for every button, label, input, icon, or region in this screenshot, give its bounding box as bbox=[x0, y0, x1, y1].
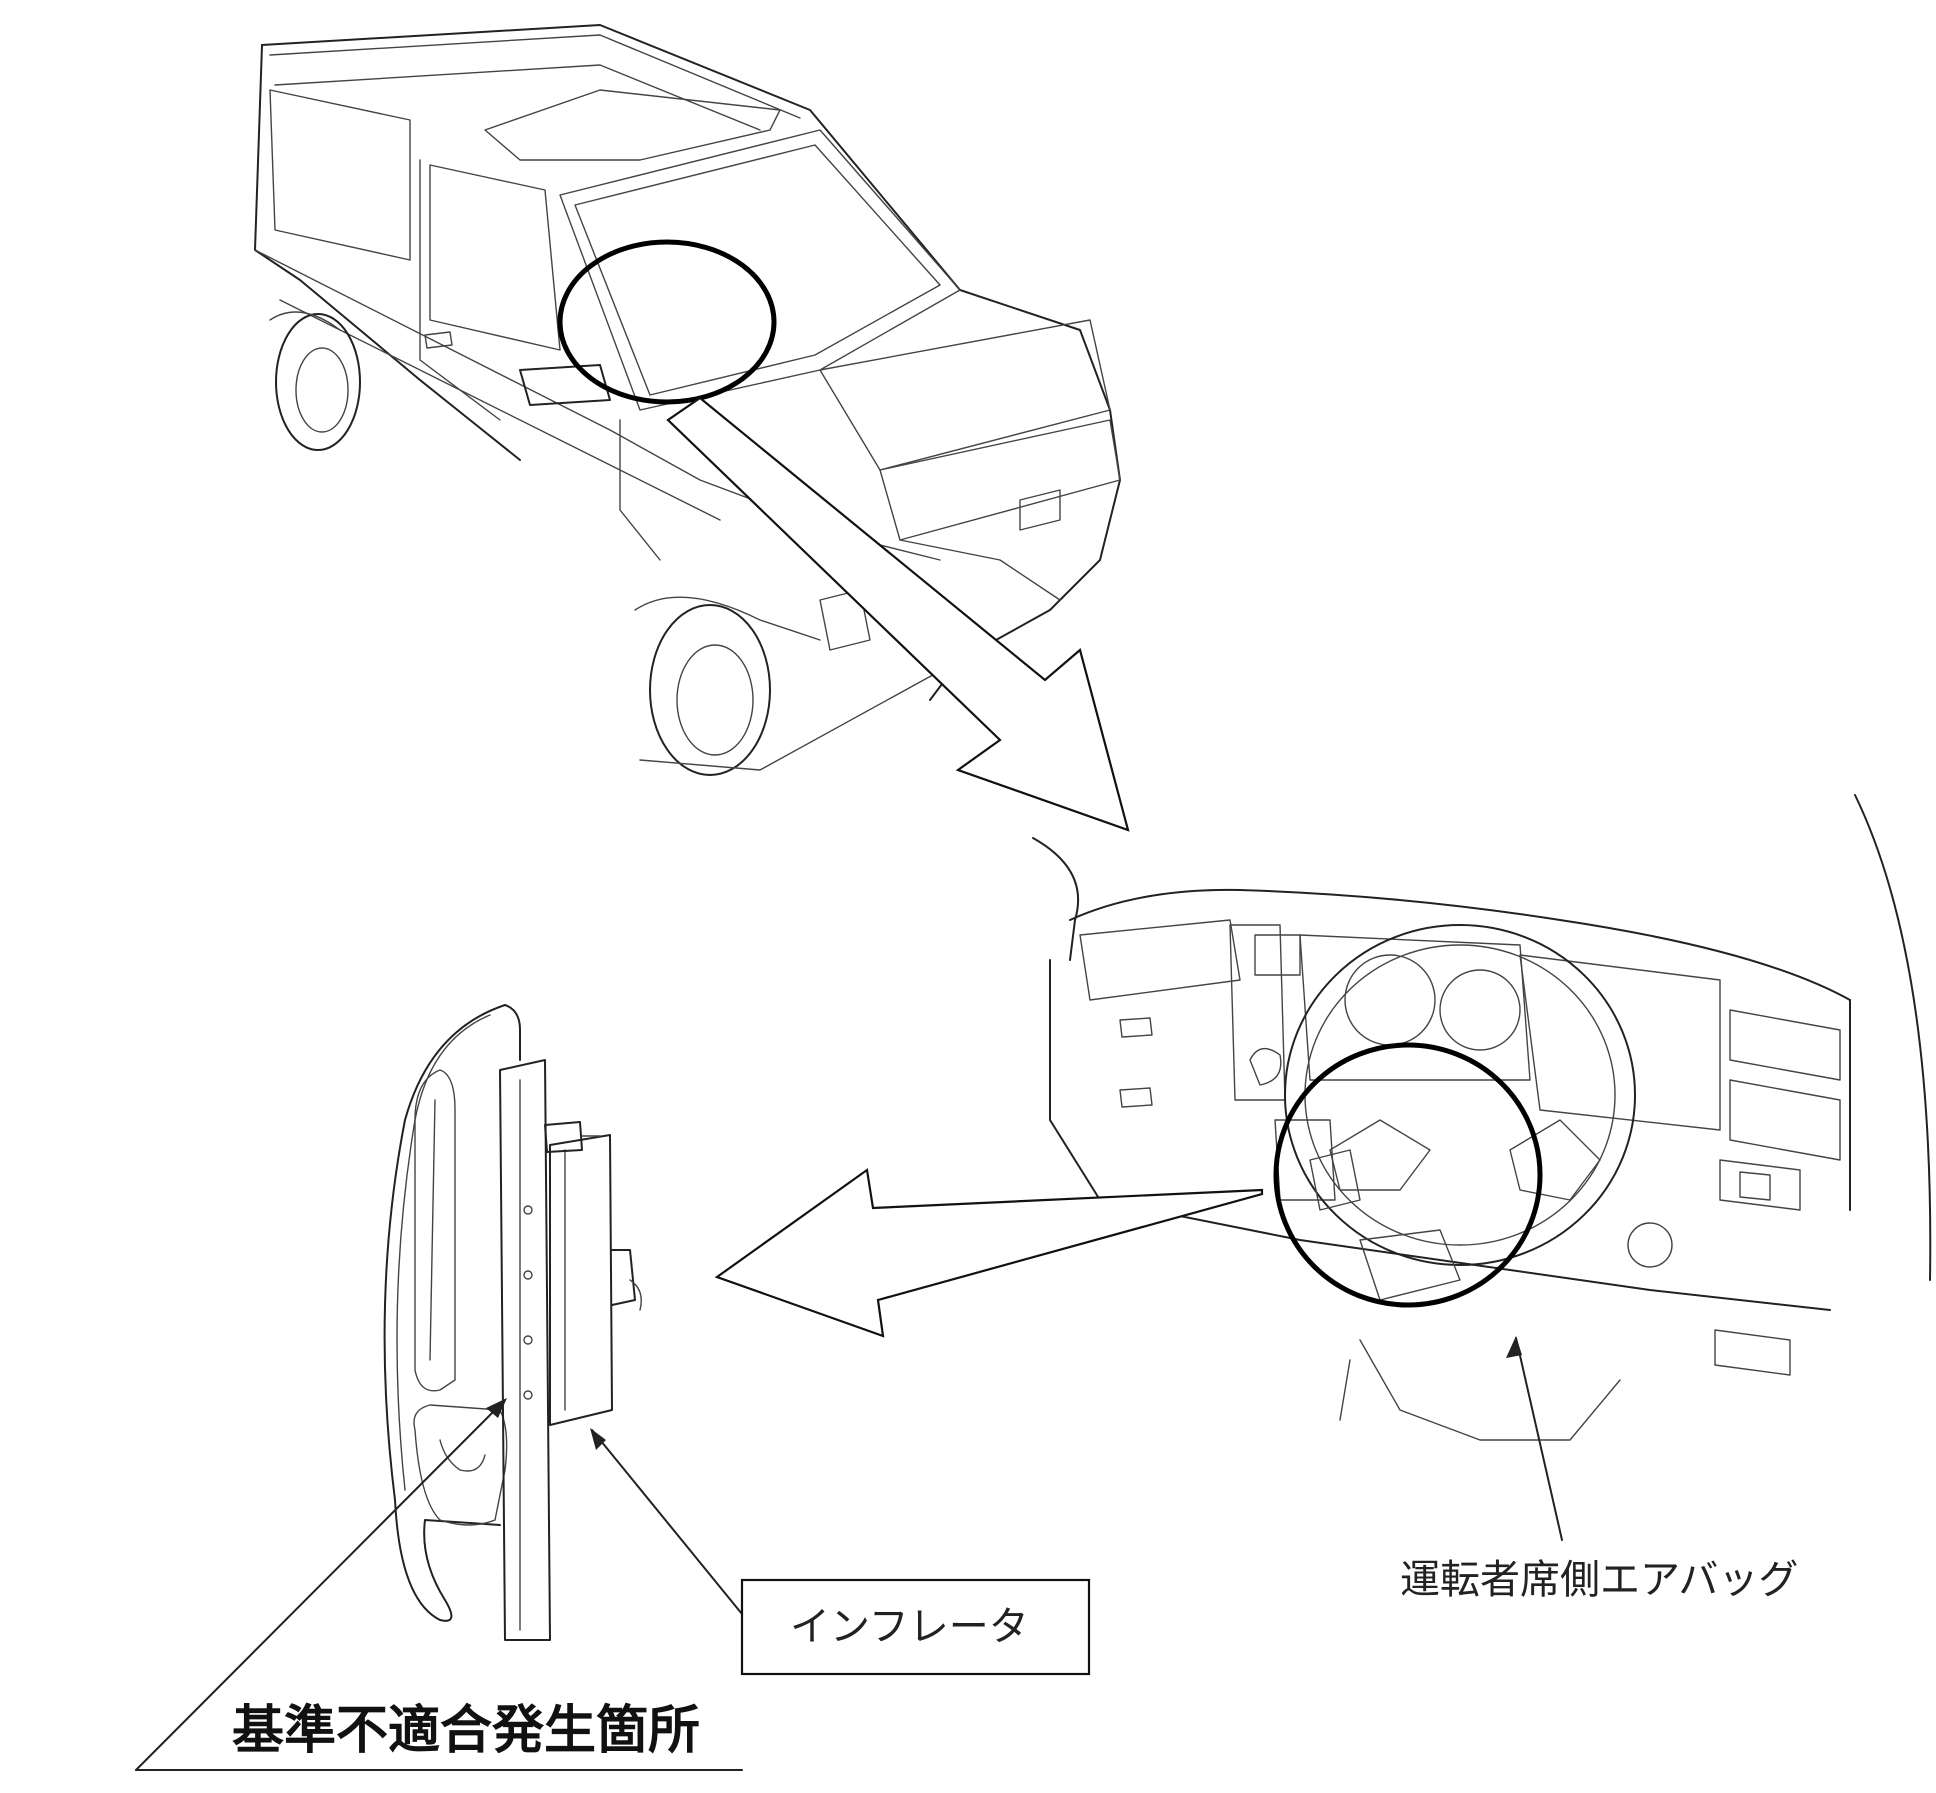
arrow-to-airbag-module bbox=[714, 1168, 1264, 1338]
driver-airbag-leader bbox=[1515, 1337, 1563, 1541]
inflator-label: インフレータ bbox=[790, 1604, 1029, 1650]
driver-airbag-arrowhead bbox=[1506, 1336, 1522, 1358]
nonconformity-location-label: 基準不適合発生箇所 bbox=[232, 1700, 700, 1761]
dashboard-illustration bbox=[1032, 794, 1932, 1441]
van-highlight-circle bbox=[557, 239, 777, 405]
van-illustration bbox=[254, 24, 1121, 776]
steering-highlight-circle bbox=[1273, 1042, 1543, 1308]
driver-airbag-label: 運転者席側エアバッグ bbox=[1400, 1557, 1798, 1603]
arrow-to-dashboard bbox=[666, 396, 1130, 832]
inflator-arrowhead bbox=[590, 1428, 606, 1450]
airbag-module-illustration bbox=[383, 1004, 642, 1641]
inflator-leader bbox=[591, 1429, 743, 1615]
inflator-label-box bbox=[740, 1578, 1091, 1676]
nonconformity-arrowhead bbox=[486, 1398, 507, 1418]
nonconformity-leader bbox=[135, 1399, 506, 1771]
